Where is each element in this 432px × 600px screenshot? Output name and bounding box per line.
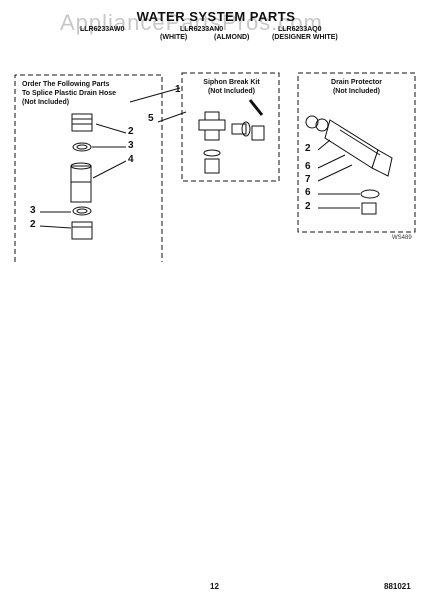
drawing-code: WS489	[392, 235, 412, 241]
splice-callout-2-top: 2	[128, 126, 134, 137]
drain-cap-left	[305, 115, 329, 132]
splice-connector-tube	[70, 162, 92, 203]
drain-protector-body	[324, 119, 393, 177]
siphon-long-pin	[248, 99, 264, 116]
splice-panel-title-line-2: To Splice Plastic Drain Hose	[22, 90, 117, 97]
siphon-ring	[203, 149, 221, 157]
siphon-panel-border	[181, 72, 280, 182]
splice-clamp-top	[72, 142, 92, 152]
page-number: 12	[210, 582, 219, 591]
watermark-text: AppliancePartsPros.com	[60, 10, 323, 35]
splice-callout-3-top: 3	[128, 140, 134, 151]
splice-clamp-bottom	[72, 206, 92, 216]
document-number: 881021	[384, 582, 411, 591]
leader-line-1	[129, 87, 181, 103]
splice-coupling-bottom	[71, 221, 93, 240]
drain-callout-2-top: 2	[305, 143, 311, 154]
leader-line-5	[157, 111, 187, 123]
variant-white: (WHITE)	[160, 34, 188, 41]
siphon-panel-title-line-2: (Not Included)	[207, 88, 256, 95]
variant-almond: (ALMOND)	[214, 34, 250, 41]
drain-panel-title-line-2: (Not Included)	[332, 88, 381, 95]
drain-gasket	[360, 189, 380, 199]
drain-callout-6-top: 6	[305, 161, 311, 172]
splice-panel-title-line-1: Order The Following Parts	[22, 81, 110, 88]
page-title: WATER SYSTEM PARTS	[136, 9, 296, 24]
drain-callout-6-bottom: 6	[305, 187, 311, 198]
model-number-2: LLR6233AN0	[180, 26, 224, 33]
splice-callout-2-bottom: 2	[30, 219, 36, 230]
siphon-tee-fitting	[198, 111, 226, 141]
splice-panel-title-line-3: (Not Included)	[22, 99, 70, 106]
drain-cap-bottom	[361, 202, 377, 215]
siphon-cap	[204, 158, 220, 174]
drain-callout-7: 7	[305, 174, 311, 185]
drain-callout-2-bottom: 2	[305, 201, 311, 212]
variant-designer-white: (DESIGNER WHITE)	[272, 34, 338, 41]
siphon-nut	[251, 125, 265, 141]
callout-1: 1	[175, 84, 181, 95]
drain-panel-title-line-1: Drain Protector	[331, 79, 382, 86]
splice-panel-border	[14, 74, 163, 262]
splice-callout-4: 4	[128, 154, 134, 165]
callout-5: 5	[148, 113, 154, 124]
siphon-adapter	[231, 121, 251, 137]
model-number-3: LLR6233AQ0	[278, 26, 322, 33]
drain-panel-border	[297, 72, 416, 233]
splice-callout-3-bottom: 3	[30, 205, 36, 216]
siphon-panel-title-line-1: Siphon Break Kit	[203, 79, 260, 86]
splice-coupling-top	[71, 113, 93, 132]
model-number-1: LLR6233AW0	[80, 26, 125, 33]
